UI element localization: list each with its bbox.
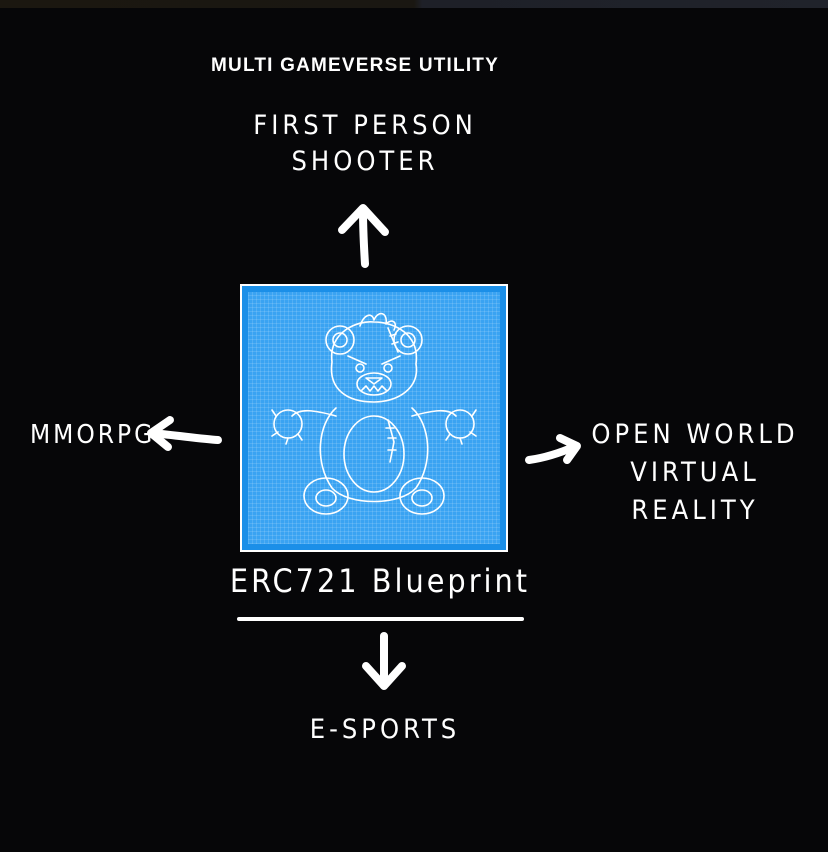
arrow-down-icon	[362, 632, 406, 690]
center-title: ERC721 Blueprint	[229, 562, 531, 600]
branch-up-line1: FIRST PERSON	[253, 110, 477, 141]
branch-label-right: OPEN WORLD VIRTUAL REALITY	[570, 416, 820, 529]
arrow-left-icon	[147, 416, 222, 451]
arrow-right-icon	[525, 434, 581, 464]
blueprint-card	[240, 284, 508, 552]
blueprint-grid	[248, 292, 500, 544]
branch-label-left: MMORPG	[30, 420, 156, 450]
diagram-heading: MULTI GAMEVERSE UTILITY	[211, 55, 499, 76]
top-strip	[0, 0, 828, 8]
branch-right-line1: OPEN WORLD	[591, 419, 799, 450]
title-underline	[237, 617, 524, 621]
branch-label-up: FIRST PERSON SHOOTER	[200, 108, 530, 181]
bear-blueprint-icon	[271, 312, 477, 515]
branch-up-line2: SHOOTER	[291, 146, 439, 178]
branch-label-down: E-SPORTS	[309, 714, 461, 745]
branch-right-line2: VIRTUAL REALITY	[630, 456, 760, 526]
arrow-up-icon	[338, 204, 389, 268]
